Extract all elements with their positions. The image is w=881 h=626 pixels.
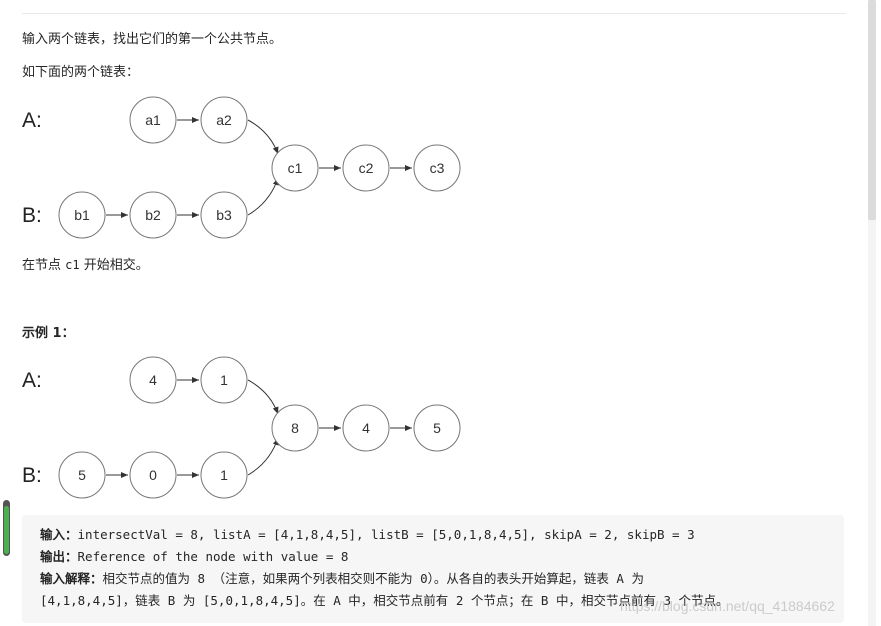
- example-node-b2: 1: [200, 451, 248, 499]
- top-divider: [22, 13, 846, 14]
- node-b3: b3: [200, 191, 248, 239]
- svg-text:8: 8: [291, 420, 299, 436]
- page-scrollbar-track[interactable]: [868, 0, 876, 626]
- explanation-text-1: 相交节点的值为 8 （注意，如果两个列表相交则不能为 0）。从各自的表头开始算起…: [102, 571, 644, 586]
- edge-ex-b2-c0: [247, 437, 279, 476]
- example-node-a0: 4: [129, 356, 177, 404]
- example-node-b1: 0: [129, 451, 177, 499]
- svg-text:5: 5: [78, 467, 86, 483]
- node-a2: a2: [200, 96, 248, 144]
- node-a1: a1: [129, 96, 177, 144]
- example-1-title: 示例 1：: [22, 326, 75, 341]
- reading-progress-handle[interactable]: [3, 500, 10, 556]
- svg-text:0: 0: [149, 467, 157, 483]
- svg-text:4: 4: [149, 372, 157, 388]
- svg-text:1: 1: [220, 467, 228, 483]
- example-list-b-label: B:: [22, 464, 42, 487]
- explanation-line-2: [4,1,8,4,5]，链表 B 为 [5,0,1,8,4,5]。在 A 中，相…: [40, 591, 729, 611]
- edge-ex-a1-c0: [247, 379, 279, 415]
- svg-text:4: 4: [362, 420, 370, 436]
- page-scrollbar-thumb[interactable]: [868, 0, 876, 220]
- explanation-label: 输入解释：: [40, 571, 103, 586]
- svg-text:b2: b2: [145, 207, 161, 223]
- input-label: 输入：: [40, 527, 78, 542]
- list-a-label: A:: [22, 109, 42, 132]
- inline-code-c1: c1: [65, 258, 80, 272]
- explanation-line-1: 输入解释：相交节点的值为 8 （注意，如果两个列表相交则不能为 0）。从各自的表…: [40, 569, 644, 589]
- explanation-text-2: [4,1,8,4,5]，链表 B 为 [5,0,1,8,4,5]。在 A 中，相…: [40, 593, 729, 608]
- svg-text:a2: a2: [216, 112, 232, 128]
- list-b-label: B:: [22, 204, 42, 227]
- intro-text: 输入两个链表，找出它们的第一个公共节点。: [22, 32, 283, 47]
- example-node-c1: 4: [342, 404, 390, 452]
- example-node-c2: 5: [413, 404, 461, 452]
- svg-text:1: 1: [220, 372, 228, 388]
- node-c1: c1: [271, 144, 319, 192]
- svg-text:b3: b3: [216, 207, 232, 223]
- svg-text:c1: c1: [288, 160, 303, 176]
- example-node-b0: 5: [58, 451, 106, 499]
- example-1-code-block: 输入：intersectVal = 8, listA = [4,1,8,4,5]…: [22, 515, 844, 623]
- node-c3: c3: [413, 144, 461, 192]
- svg-text:c3: c3: [430, 160, 445, 176]
- example-node-c0: 8: [271, 404, 319, 452]
- reading-progress-fill: [4, 506, 9, 554]
- output-line: 输出：Reference of the node with value = 8: [40, 547, 348, 567]
- node-b1: b1: [58, 191, 106, 239]
- input-value: intersectVal = 8, listA = [4,1,8,4,5], l…: [77, 527, 695, 542]
- svg-text:c2: c2: [359, 160, 374, 176]
- edge-a2-c1: [247, 119, 279, 155]
- example-list-a-label: A:: [22, 369, 42, 392]
- example-node-a1: 1: [200, 356, 248, 404]
- node-b2: b2: [129, 191, 177, 239]
- intersection-note: 在节点 c1 开始相交。: [22, 258, 149, 273]
- node-c2: c2: [342, 144, 390, 192]
- edge-b3-c1: [247, 177, 279, 216]
- linked-list-diagram-main: A: B: a1 a2 b1 b2 b3 c1: [0, 92, 480, 252]
- intro-subtext: 如下面的两个链表：: [22, 65, 140, 80]
- svg-text:b1: b1: [74, 207, 90, 223]
- output-value: Reference of the node with value = 8: [77, 549, 349, 564]
- svg-text:5: 5: [433, 420, 441, 436]
- linked-list-diagram-example-1: A: B: 4 1 5 0 1 8: [0, 352, 480, 512]
- svg-text:a1: a1: [145, 112, 161, 128]
- output-label: 输出：: [40, 549, 78, 564]
- watermark-text: https://blog.csdn.net/qq_41884662: [620, 598, 835, 614]
- input-line: 输入：intersectVal = 8, listA = [4,1,8,4,5]…: [40, 525, 695, 545]
